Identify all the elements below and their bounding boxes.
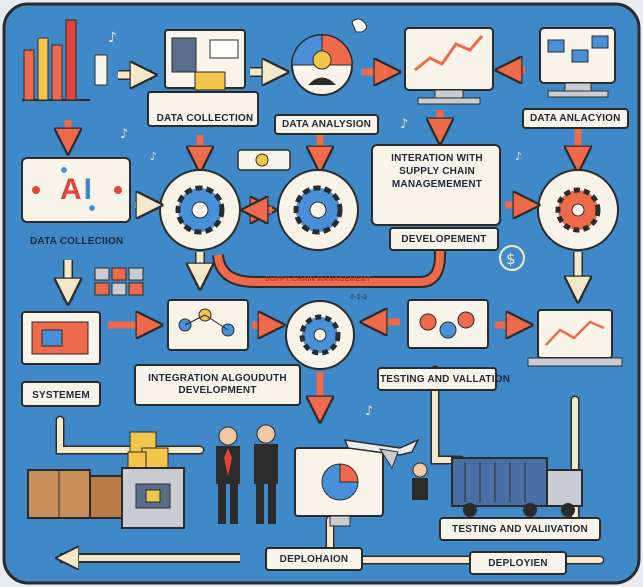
svg-text:♪: ♪ [400, 117, 408, 132]
label-data-analysion: DATA ANALYSION [274, 114, 380, 135]
gear-icon [159, 169, 241, 251]
bar-chart-icon: ♪ [22, 19, 117, 101]
line-chart-monitor-icon [404, 27, 494, 105]
network-monitor-icon [539, 27, 616, 98]
laptop-chart-icon [527, 309, 623, 367]
ai-card [21, 157, 131, 223]
gear-icon [537, 169, 619, 251]
people-icon [412, 462, 428, 500]
airplane-icon [343, 438, 420, 470]
label-integration-supply-chain: INTERATION WITH SUPPLY CHAIN MANAGEMEMEN… [391, 153, 483, 190]
analytics-person-icon [291, 18, 368, 96]
presentation-board-icon [167, 299, 249, 351]
gear-icon [285, 300, 355, 370]
server-box-icon [121, 467, 185, 529]
label-data-colleciion: DATA COLLECIION [30, 236, 124, 247]
svg-text:♪: ♪ [120, 127, 128, 142]
label-developement: DEVELOPEMENT [401, 234, 487, 245]
label-ai: AI [52, 174, 102, 206]
label-deployien: DEPLOYIEN [488, 558, 548, 569]
dollar-icon: $ [499, 245, 525, 271]
ai-letter: A [59, 173, 84, 206]
label-small-code: 0-1-2 [350, 294, 368, 301]
line-chart-monitor-icon [294, 447, 384, 527]
svg-text:♪: ♪ [365, 404, 373, 419]
svg-text:♪: ♪ [515, 150, 522, 163]
network-monitor-icon [21, 311, 101, 365]
label-testing-validation-bottom: TESTING AND VALIIVATION [452, 524, 588, 535]
truck-icon [451, 457, 583, 517]
svg-text:♪: ♪ [150, 150, 157, 163]
presentation-board-icon [147, 29, 259, 127]
svg-text:♪: ♪ [108, 30, 117, 46]
analytics-person-icon [407, 299, 489, 349]
label-testing-validation-mid: TESTING AND VALLATION [380, 374, 511, 385]
label-data-collection-top: DATA COLLECTION [156, 113, 254, 124]
label-integration-algorithm: INTEGRATION ALGOUDUTH DEVELOPMENT [148, 373, 287, 396]
supply-chain-ribbon [214, 232, 444, 286]
supply-chain-card [371, 144, 501, 226]
label-deplohaion: DEPLOHAION [279, 554, 349, 565]
svg-text:$: $ [506, 250, 516, 268]
label-supply-chain-ribbon: SUPPY CHAIN MANAGEMEMT [265, 276, 371, 283]
label-systemem: SYSTEMEM [32, 390, 90, 401]
ai-letter: I [83, 173, 94, 206]
gear-icon [277, 169, 359, 251]
boxes-icon [94, 267, 144, 296]
people-icon [216, 424, 278, 524]
label-data-anlacyion: DATA ANLACYION [522, 108, 629, 129]
